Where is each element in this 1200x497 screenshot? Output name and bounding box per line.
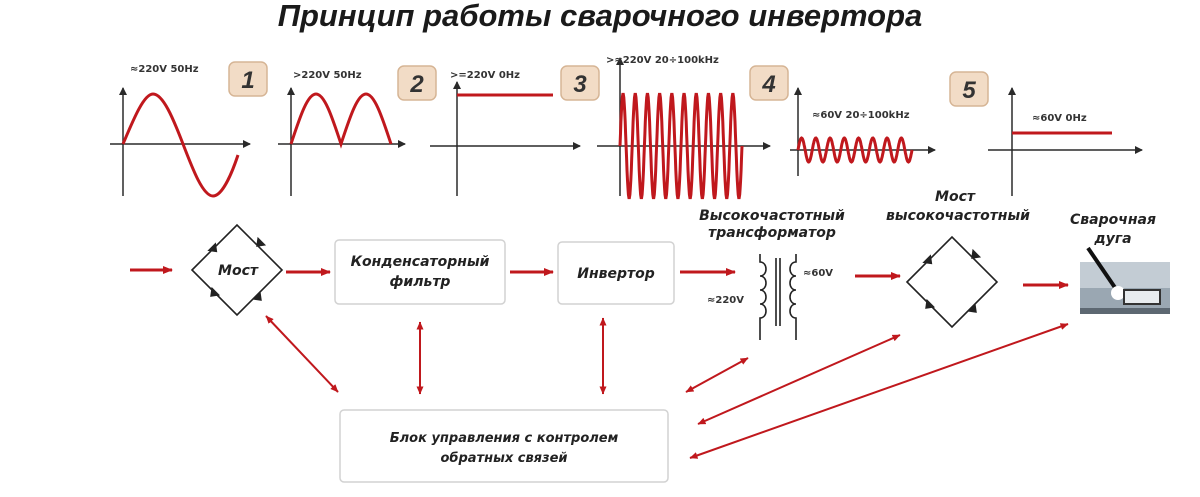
feedback-arrow-bridge1 [265,315,339,393]
bridge-2-label-line1: Мост [935,189,976,205]
capacitor-filter-block: Конденсаторный фильтр [334,239,506,305]
stage-2-badge [397,65,437,101]
stage-2-signal-label: >220V 50Hz [293,70,362,81]
arc-spark-icon [1111,286,1125,300]
bridge-outline [190,223,284,317]
stage-4-graph: >≈220V 20÷100kHz 4 [597,55,789,200]
stage-5-number: 5 [962,77,976,104]
stage-4-badge [749,65,789,101]
stage-1-badge [228,61,268,97]
transformer-label-line1: Высокочастотный [699,208,845,224]
stage-3-signal-label: >=220V 0Hz [450,70,520,81]
stage-4-number: 4 [761,71,775,98]
arc-label-line2: дуга [1093,231,1131,247]
diode-icon [966,302,977,313]
diode-icon [207,242,218,253]
feedback-arrow-arc [689,323,1069,459]
welding-arc: Сварочная дуга [1070,212,1170,314]
secondary-coil [789,254,797,340]
filter-label-line2: фильтр [390,274,451,290]
stage-3-badge [560,65,600,101]
bridge-rectifier-1: Мост [190,223,284,317]
feedback-arrow-bridge2 [697,334,901,425]
transformer-label-line2: трансформатор [708,225,836,241]
filter-box [334,239,506,305]
stage-1-number: 1 [241,67,254,94]
diode-icon [922,254,933,265]
bridge-2-label-line2: высокочастотный [886,208,1030,224]
rectified-wave [289,92,393,149]
diode-icon [925,298,936,309]
bridge-rectifier-2: Мост высокочастотный [886,189,1030,329]
stage-6-signal-label: ≈60V 0Hz [1032,113,1087,124]
stage-6-graph: ≈60V 0Hz [988,87,1143,196]
hf-wave-low [796,136,914,164]
electrode-icon [1086,246,1120,294]
stage-3-number: 3 [573,71,587,98]
stage-5-badge [949,71,989,107]
hf-transformer: Высокочастотный трансформатор ≈220V ≈60V [699,208,845,340]
diode-icon [251,290,262,301]
stage-2-number: 2 [409,71,424,98]
filter-label-line1: Конденсаторный [351,254,490,270]
inverter-box [557,241,675,305]
diode-icon [971,248,982,259]
stage-5-graph: ≈60V 20÷100kHz 5 [790,71,989,176]
transformer-secondary-voltage: ≈60V [803,268,833,279]
stage-3-graph: >=220V 0Hz 3 [430,65,600,196]
diagram-title: Принцип работы сварочного инвертора [278,0,923,33]
hf-wave-high [618,92,744,200]
inverter-label: Инвертор [577,266,655,282]
stage-2-graph: >220V 50Hz 2 [278,65,437,196]
stage-1-signal-label: ≈220V 50Hz [130,64,199,75]
diode-icon [256,236,267,247]
control-unit-block: Блок управления с контролем обратных свя… [339,409,669,483]
stage-1-graph: ≈220V 50Hz 1 [110,61,268,198]
primary-coil [759,254,767,340]
inverter-block: Инвертор [557,241,675,305]
transformer-primary-voltage: ≈220V [707,295,744,306]
feedback-arrow-transformer [685,357,749,393]
diode-icon [210,286,221,297]
workpiece-icon [1123,289,1161,305]
control-box [339,409,669,483]
control-label-line1: Блок управления с контролем [390,431,619,446]
arc-label-line1: Сварочная [1070,212,1156,228]
sine-wave [121,92,240,198]
bridge-outline [905,235,999,329]
bridge-1-label: Мост [218,263,259,279]
control-label-line2: обратных связей [440,451,567,466]
stage-5-signal-label: ≈60V 20÷100kHz [812,110,910,121]
stage-4-signal-label: >≈220V 20÷100kHz [606,55,719,66]
